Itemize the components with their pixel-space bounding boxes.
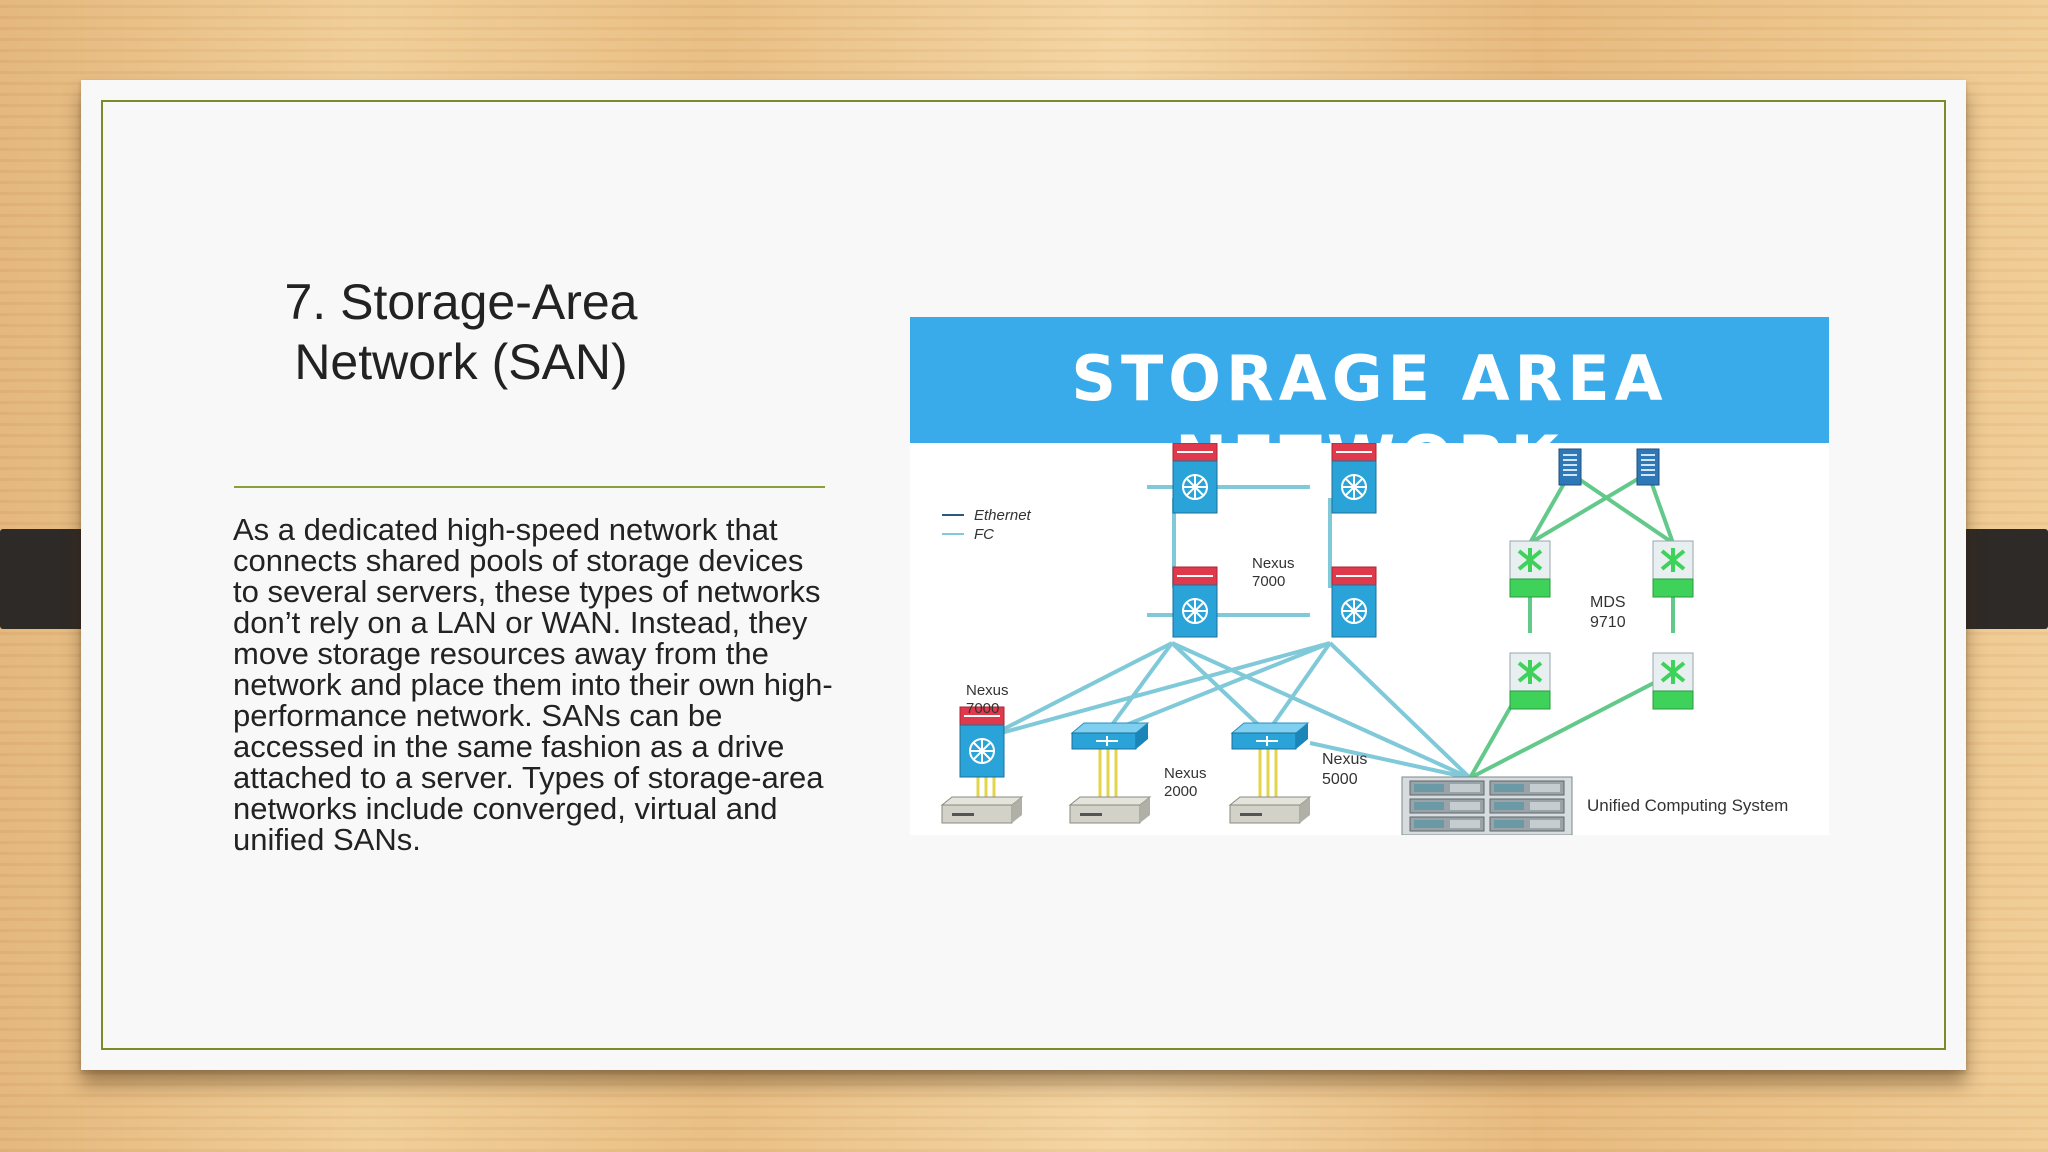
server-uplinks	[976, 748, 1278, 798]
slide-frame	[101, 100, 1946, 1050]
ethernet-legend-label: Ethernet	[974, 507, 1032, 524]
slide-body-text: As a dedicated high-speed network that c…	[233, 512, 833, 857]
slide-card: 7. Storage-Area Network (SAN) As a dedic…	[81, 80, 1966, 1070]
nexus-switch-icon	[959, 706, 1005, 778]
nexus-switch-icon	[1172, 443, 1218, 514]
server-icon	[941, 796, 1023, 824]
nexus-switch-icon	[1331, 443, 1377, 514]
fabric-extender-icon	[1071, 722, 1149, 750]
storage-array-icon	[1636, 448, 1660, 486]
diagram-legend: Ethernet FC	[942, 507, 1032, 543]
mds-label: MDS	[1590, 594, 1626, 611]
fc-legend-label: FC	[974, 526, 994, 543]
nexus7000-edge-model: 7000	[966, 700, 999, 717]
nexus-switch-icon	[1331, 566, 1377, 638]
mds-switch-icon	[1651, 539, 1695, 599]
san-diagram-figure: STORAGE AREA NETWORK	[910, 317, 1829, 835]
ethernet-links	[989, 485, 1472, 780]
ucs-chassis-icon	[1401, 776, 1573, 835]
mds-model: 9710	[1590, 614, 1626, 631]
mds-switch-icon	[1508, 539, 1552, 599]
nexus2000-model: 2000	[1164, 783, 1197, 800]
nexus-switch-icon	[1172, 566, 1218, 638]
nexus7000-core-label: Nexus	[1252, 555, 1295, 572]
server-icon	[1229, 796, 1311, 824]
mds-switch-icon	[1651, 651, 1695, 711]
slide-title: 7. Storage-Area Network (SAN)	[284, 274, 638, 390]
fabric-extender-icon	[1231, 722, 1309, 750]
title-divider	[234, 486, 825, 488]
nexus5000-label: Nexus	[1322, 751, 1367, 768]
fc-links	[1468, 471, 1675, 780]
storage-array-icon	[1558, 448, 1582, 486]
nexus7000-edge-label: Nexus	[966, 682, 1009, 699]
san-network-diagram: Ethernet FC	[941, 443, 1788, 835]
mds-switch-icon	[1508, 651, 1552, 711]
figure-banner: STORAGE AREA NETWORK	[910, 317, 1829, 495]
ucs-label: Unified Computing System	[1587, 796, 1788, 815]
nexus2000-label: Nexus	[1164, 765, 1207, 782]
nexus7000-core-model: 7000	[1252, 573, 1285, 590]
server-icon	[1069, 796, 1151, 824]
nexus5000-model: 5000	[1322, 771, 1358, 788]
